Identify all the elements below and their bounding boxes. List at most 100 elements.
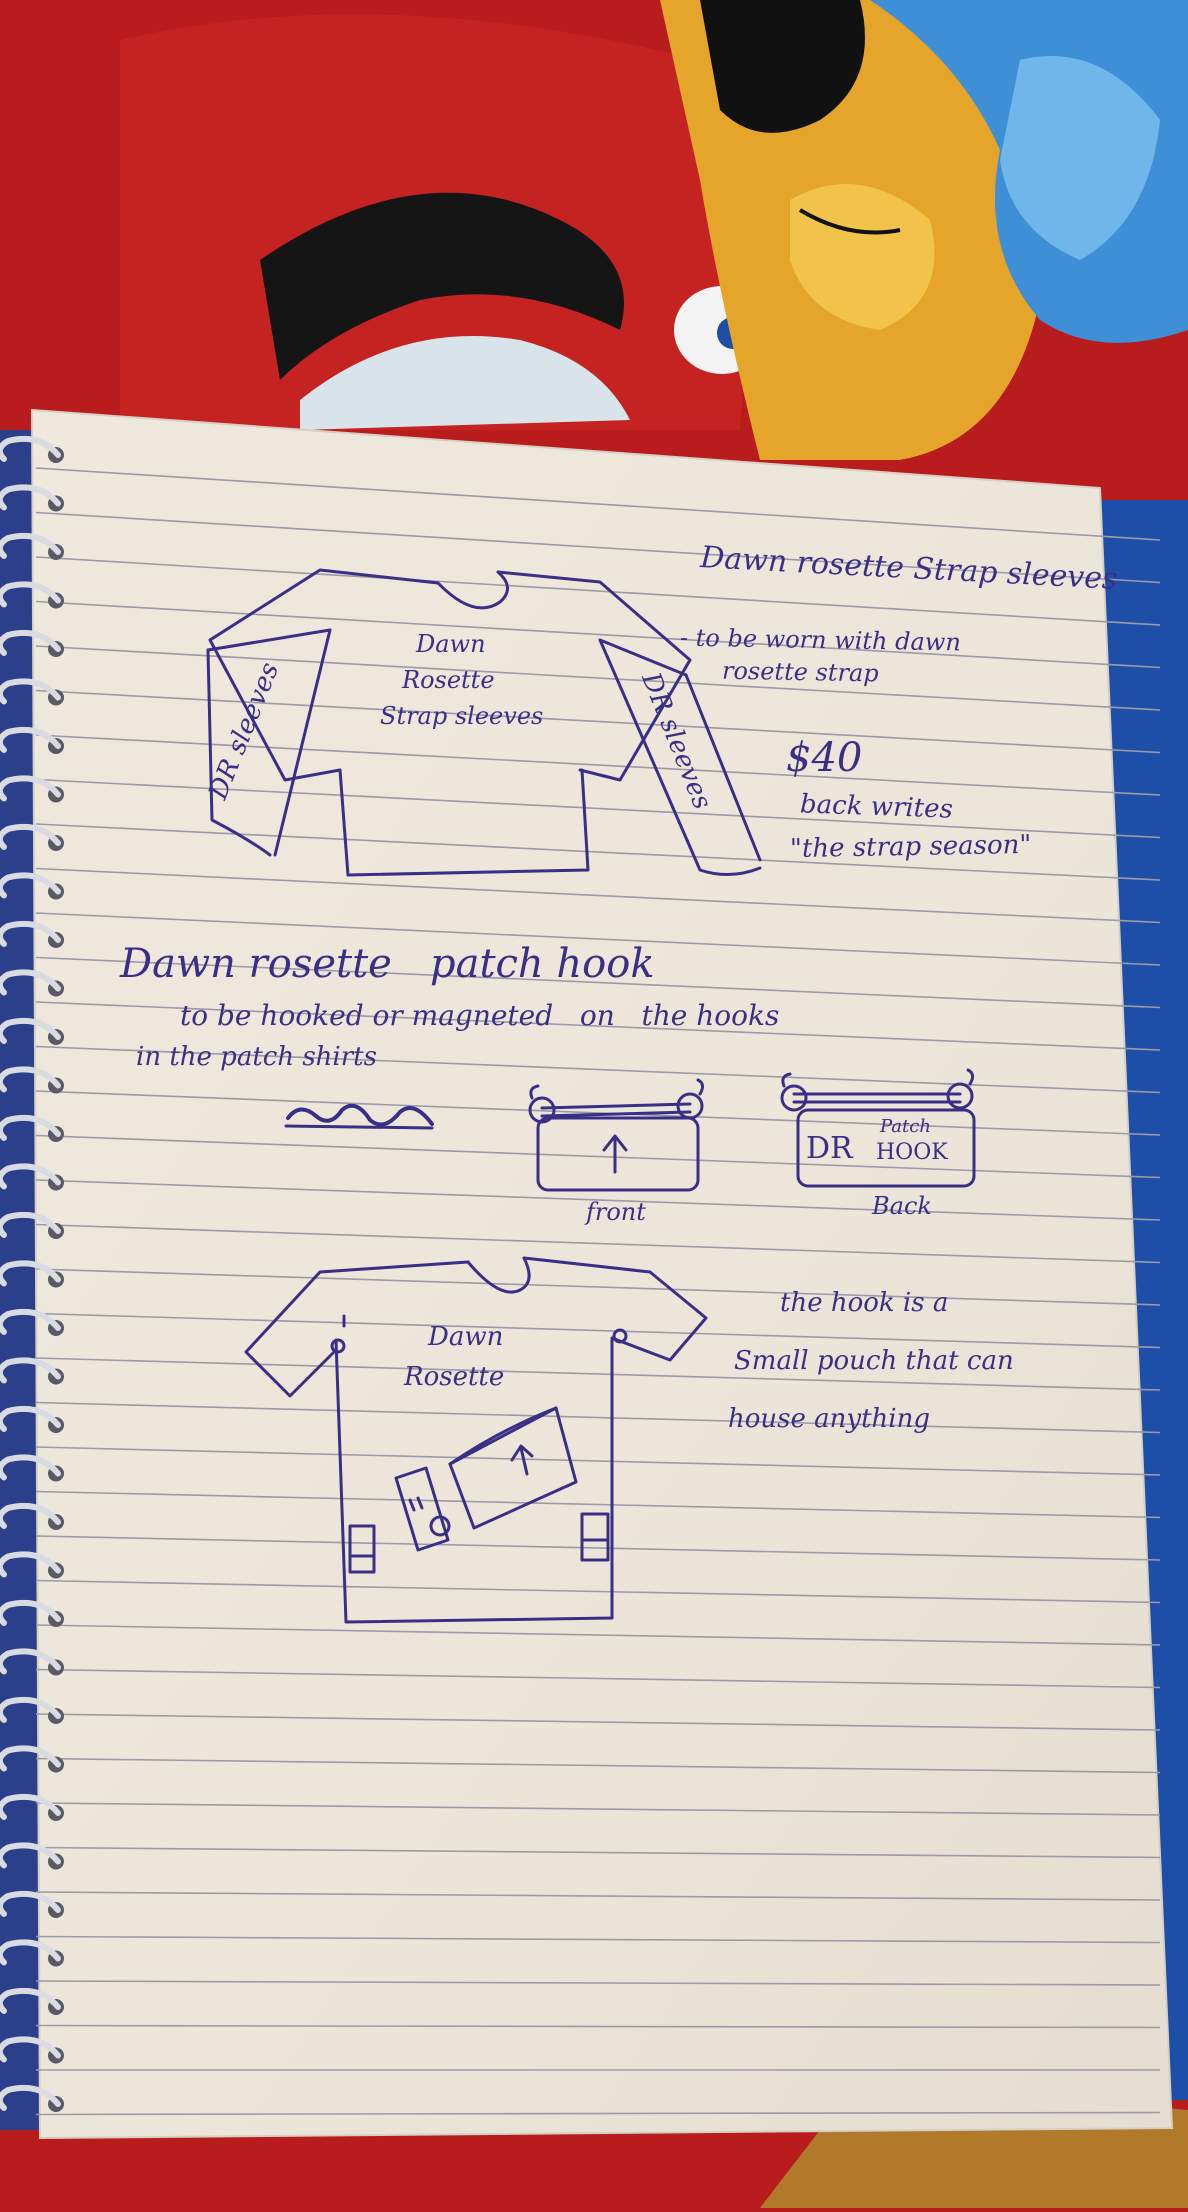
spiral-ring — [0, 823, 61, 850]
pouch-note-line2: Small pouch that can — [734, 1346, 1014, 1376]
rule-line — [35, 1980, 1161, 1986]
cartoon-face — [790, 184, 935, 330]
rule-line — [35, 823, 1161, 881]
rule-line — [35, 1535, 1161, 1561]
spiral-ring — [0, 1502, 61, 1529]
spiral-ring — [0, 532, 61, 559]
spiral-ring — [0, 1114, 61, 1141]
spiral-ring — [0, 872, 61, 899]
spiral-binding — [0, 435, 64, 2112]
rule-line — [35, 2111, 1161, 2116]
back-writes-line1: back writes — [799, 789, 954, 825]
rule-line — [35, 645, 1161, 711]
spiral-ring — [0, 484, 61, 511]
rule-line — [35, 1802, 1161, 1816]
back-box-patch: Patch — [880, 1116, 931, 1137]
cartoon-dark-shape — [260, 192, 624, 380]
cartoon-white-shape — [300, 336, 630, 430]
spiral-ring — [0, 1551, 61, 1578]
shirt1-text-line2: Rosette — [402, 666, 495, 694]
ruled-lines — [35, 467, 1161, 2116]
rule-line — [35, 734, 1161, 796]
spiral-ring — [0, 629, 61, 656]
rule-line — [35, 1624, 1161, 1646]
rule-line — [35, 600, 1161, 669]
back-box-hook: HOOK — [876, 1140, 948, 1165]
patch-hook-sketches — [284, 1068, 976, 1192]
spiral-ring — [0, 1454, 61, 1481]
shirt2-text-line2: Rosette — [404, 1362, 505, 1392]
spiral-ring — [0, 1939, 61, 1966]
pouch-note-line1: the hook is a — [780, 1288, 949, 1318]
back-box-dr: DR — [806, 1131, 853, 1166]
rule-line — [35, 867, 1161, 924]
pouch-note-line3: house anything — [728, 1404, 930, 1434]
spiral-ring — [0, 920, 61, 947]
cartoon-hair — [700, 0, 865, 133]
spiral-ring — [0, 1260, 61, 1287]
spiral-ring — [0, 1405, 61, 1432]
rule-line — [35, 1001, 1161, 1051]
rule-line — [35, 556, 1161, 626]
rule-line — [35, 467, 1161, 541]
shirt2-text-line1: Dawn — [428, 1322, 504, 1352]
spiral-ring — [0, 678, 61, 705]
rule-line — [35, 1357, 1161, 1391]
spiral-ring — [0, 1308, 61, 1335]
back-writes-line2: "the strap season" — [789, 829, 1032, 865]
patch-hook-title: Dawn rosette patch hook — [120, 941, 655, 987]
rule-line — [35, 1490, 1161, 1519]
rule-line — [35, 1179, 1161, 1221]
spiral-ring — [0, 1357, 61, 1384]
rule-line — [35, 1757, 1161, 1774]
patch-hook-line1: to be hooked or magneted on the hooks — [180, 999, 780, 1032]
front-label: front — [586, 1198, 646, 1226]
rule-line — [35, 2024, 1161, 2029]
shirt1-text-line3: Strap sleeves — [380, 702, 544, 730]
sleeves-shirt-sketch — [206, 568, 762, 877]
rule-line — [35, 1579, 1161, 1604]
rule-line — [35, 1713, 1161, 1731]
rule-line — [35, 1935, 1161, 1944]
sleeves-note-line2: rosette strap — [721, 656, 879, 688]
spiral-ring — [0, 1066, 61, 1093]
rule-line — [35, 1668, 1161, 1689]
spiral-ring — [0, 1211, 61, 1238]
rule-line — [35, 1223, 1161, 1264]
rule-line — [35, 1401, 1161, 1434]
patch-hook-line2: in the patch shirts — [136, 1042, 377, 1072]
spiral-ring — [0, 2036, 61, 2063]
rule-line — [35, 689, 1161, 754]
rule-line — [35, 1446, 1161, 1476]
rule-line — [35, 1846, 1161, 1859]
rule-line — [35, 511, 1161, 584]
spiral-ring — [0, 1163, 61, 1190]
shirt1-text-line1: Dawn — [416, 630, 486, 658]
rule-line — [35, 778, 1161, 839]
rule-line — [35, 1268, 1161, 1306]
rule-line — [35, 912, 1161, 966]
spiral-ring — [0, 1017, 61, 1044]
spiral-ring — [0, 1842, 61, 1869]
spiral-ring — [0, 1648, 61, 1675]
binder-edge-left — [0, 430, 40, 2130]
spiral-ring — [0, 1745, 61, 1772]
spiral-ring — [0, 1696, 61, 1723]
rule-line — [35, 1312, 1161, 1349]
spiral-ring — [0, 1987, 61, 2014]
back-label: Back — [872, 1192, 932, 1220]
pouch-shirt-sketch — [244, 1256, 708, 1624]
notebook-page — [30, 408, 1174, 2140]
price-label: $40 — [786, 735, 863, 781]
spiral-ring — [0, 726, 61, 753]
spiral-ring — [0, 581, 61, 608]
rule-line — [35, 1891, 1161, 1901]
spiral-ring — [0, 969, 61, 996]
spiral-ring — [0, 1890, 61, 1917]
spiral-ring — [0, 1599, 61, 1626]
spiral-ring — [0, 1793, 61, 1820]
rule-line — [35, 956, 1161, 1009]
spiral-ring — [0, 775, 61, 802]
